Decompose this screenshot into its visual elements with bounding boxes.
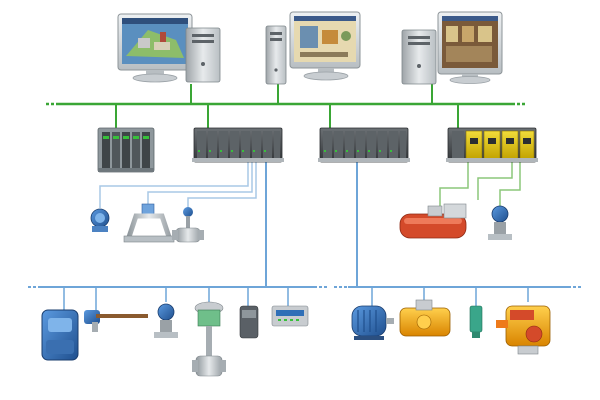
network-wiring xyxy=(28,84,582,312)
io-module-group-1 xyxy=(192,127,284,163)
pc-tower-right-icon xyxy=(401,29,437,85)
pc-tower-center-icon xyxy=(265,25,287,85)
electric-motor-icon xyxy=(351,305,394,340)
temperature-probe-icon xyxy=(84,310,148,332)
io-module-group-3 xyxy=(446,127,538,163)
analog-wiring xyxy=(99,162,257,210)
valve-positioner-icon xyxy=(239,305,259,339)
pneumatic-actuator-icon xyxy=(399,203,467,239)
discrete-wiring xyxy=(439,162,521,206)
monitor-center-icon xyxy=(289,11,361,81)
monitor-left-icon xyxy=(117,13,193,83)
level-transmitter-icon xyxy=(90,208,110,232)
pressure-transmitter-discrete-icon xyxy=(488,205,512,240)
monitor-right-icon xyxy=(437,11,503,84)
workstation-right xyxy=(401,11,503,85)
electric-valve-actuator-icon xyxy=(496,305,551,355)
rack-controller xyxy=(97,127,155,173)
coriolis-flowmeter-icon xyxy=(123,203,175,243)
large-transmitter-icon xyxy=(41,309,79,361)
proximity-sensor-icon xyxy=(469,305,483,338)
io-junction-box-icon xyxy=(271,305,309,327)
workstation-left xyxy=(117,13,221,83)
vortex-flowmeter-icon xyxy=(172,207,204,243)
workstation-center xyxy=(265,11,361,85)
control-valve-icon xyxy=(192,301,226,377)
io-module-group-2 xyxy=(318,127,410,163)
pc-tower-left-icon xyxy=(185,27,221,83)
pressure-transmitter-icon xyxy=(154,303,178,338)
rotary-actuator-icon xyxy=(399,299,451,337)
